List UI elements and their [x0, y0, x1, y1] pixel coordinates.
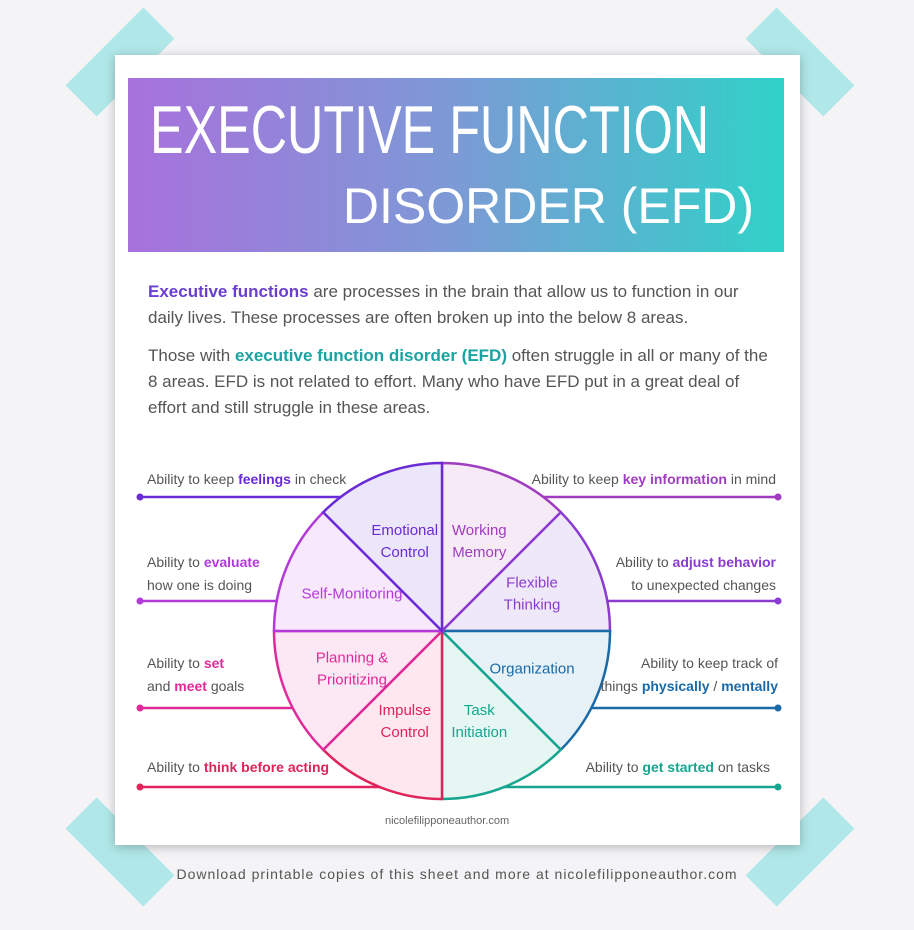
- caption-started: Ability to get started on tasks: [585, 759, 770, 775]
- title-banner: EXECUTIVE FUNCTION DISORDER (EFD): [128, 78, 784, 252]
- wheel-segment: [438, 629, 612, 752]
- term: Executive functions: [148, 282, 309, 301]
- connector-dot: [774, 704, 782, 712]
- wheel-segment: [272, 510, 446, 633]
- intro-paragraph-2: Those with executive function disorder (…: [148, 343, 768, 421]
- footer-text: Download printable copies of this sheet …: [176, 866, 738, 882]
- connector-dot: [136, 493, 144, 501]
- text: often struggle in all or many of the 8 a…: [148, 346, 768, 417]
- wheel-segment: [321, 461, 444, 635]
- site-watermark: nicolefilipponeauthor.com: [385, 815, 510, 827]
- connector-dot: [774, 493, 782, 501]
- caption-think: Ability to think before acting: [147, 759, 330, 775]
- connector-dot: [136, 597, 144, 605]
- info-sheet: EXECUTIVE FUNCTION DISORDER (EFD) Execut…: [115, 55, 800, 845]
- segment-label: Planning &Prioritizing: [316, 649, 389, 688]
- intro-text: Executive functions are processes in the…: [148, 279, 768, 433]
- caption-key: Ability to keep key information in mind: [531, 471, 776, 487]
- title-line-2: DISORDER (EFD): [342, 178, 754, 234]
- title-line-1: EXECUTIVE FUNCTION: [150, 92, 710, 168]
- connector-dot: [136, 783, 144, 791]
- segment-label: Organization: [489, 660, 574, 677]
- wheel-segment: [440, 461, 563, 635]
- wheel-segment: [438, 510, 612, 633]
- wheel-segment: [272, 629, 446, 752]
- connector-dot: [136, 704, 144, 712]
- text: are processes in the brain that allow us…: [148, 282, 739, 327]
- text: Those with: [148, 346, 235, 365]
- wheel-segment: [321, 627, 444, 801]
- caption-feelings: Ability to keep feelings in check: [147, 471, 347, 487]
- connector-dot: [774, 597, 782, 605]
- wheel-segment: [440, 627, 563, 801]
- intro-paragraph-1: Executive functions are processes in the…: [148, 279, 768, 331]
- segment-label: Self-Monitoring: [302, 586, 403, 603]
- term: executive function disorder (EFD): [234, 346, 507, 365]
- connector-dot: [774, 783, 782, 791]
